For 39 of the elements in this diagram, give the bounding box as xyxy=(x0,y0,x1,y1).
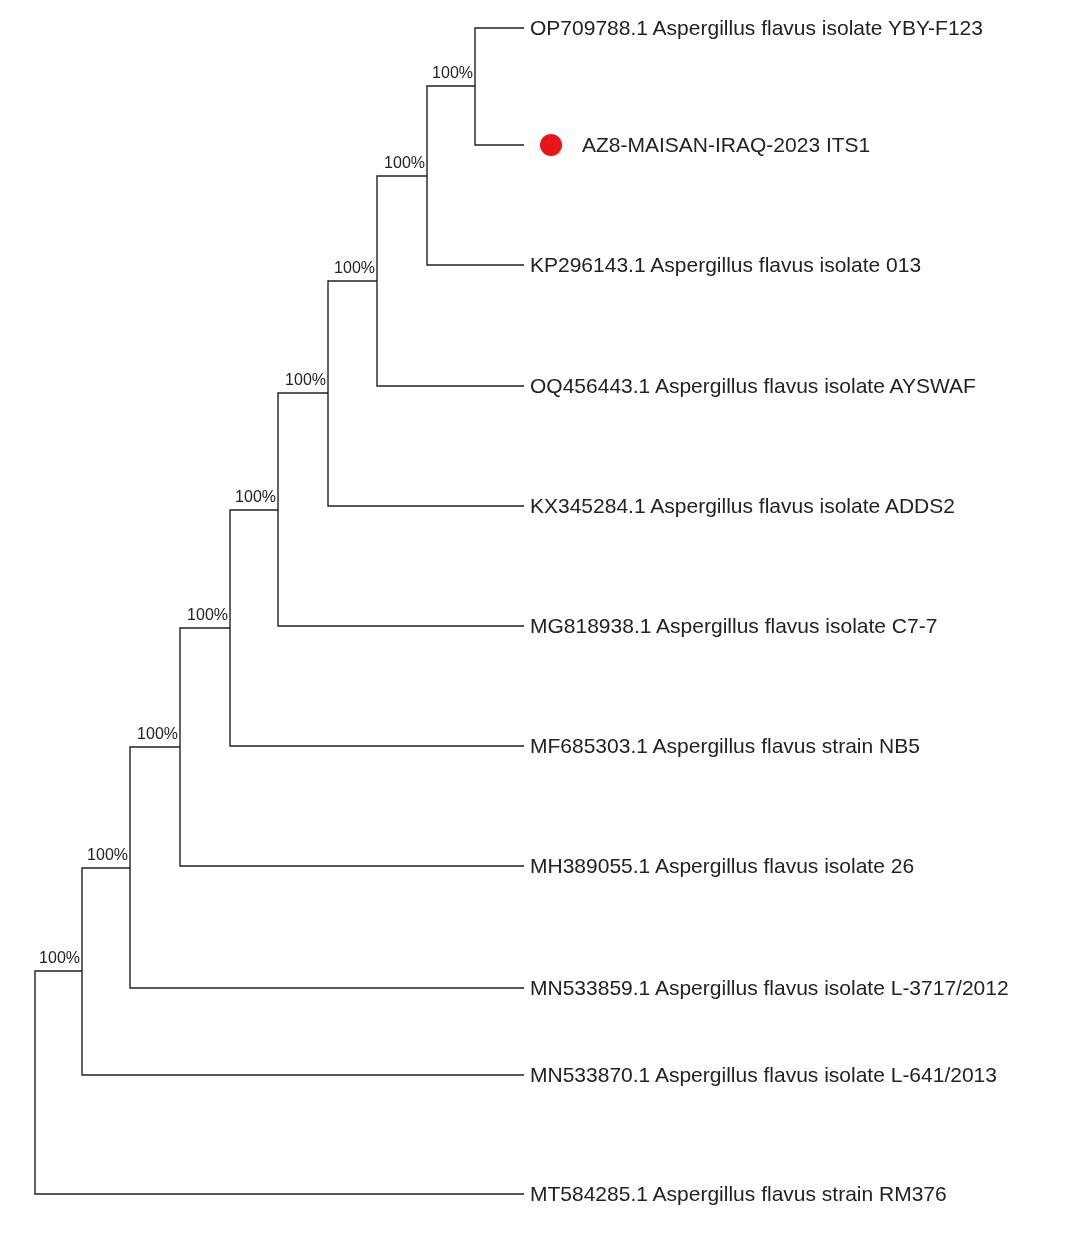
bootstrap-value: 100% xyxy=(24,949,80,967)
bootstrap-value: 100% xyxy=(172,606,228,624)
taxon-label: KX345284.1 Aspergillus flavus isolate ADDS2 xyxy=(530,493,955,519)
tree-branch xyxy=(129,746,181,869)
tree-branch xyxy=(426,85,476,177)
taxon-label: MT584285.1 Aspergillus flavus strain RM376 xyxy=(530,1181,947,1207)
tree-branch xyxy=(179,746,525,867)
taxon-label: MN533859.1 Aspergillus flavus isolate L-3717/2012 xyxy=(530,975,1009,1001)
taxon-label: KP296143.1 Aspergillus flavus isolate 013 xyxy=(530,252,922,278)
taxon-label: AZ8-MAISAN-IRAQ-2023 ITS1 xyxy=(582,132,871,158)
tree-branch xyxy=(376,175,428,282)
tree-branch xyxy=(34,970,525,1195)
tree-branch xyxy=(81,970,525,1076)
taxon-label: OP709788.1 Aspergillus flavus isolate YBY-F123 xyxy=(530,15,983,41)
tree-branch xyxy=(229,627,525,747)
bootstrap-value: 100% xyxy=(270,371,326,389)
tree-branch xyxy=(474,27,525,87)
tree-branch xyxy=(474,85,525,146)
taxon-label: MF685303.1 Aspergillus flavus strain NB5 xyxy=(530,733,920,759)
taxon-label: MG818938.1 Aspergillus flavus isolate C7-7 xyxy=(530,613,938,639)
tree-branch xyxy=(81,867,131,972)
tree-branch xyxy=(277,392,329,511)
tree-branch xyxy=(426,175,525,266)
bootstrap-value: 100% xyxy=(72,846,128,864)
bootstrap-value: 100% xyxy=(220,488,276,506)
tree-branch xyxy=(376,280,525,387)
tree-branch xyxy=(129,867,525,989)
bootstrap-value: 100% xyxy=(319,259,375,277)
taxon-label: MH389055.1 Aspergillus flavus isolate 26 xyxy=(530,853,915,879)
bootstrap-value: 100% xyxy=(417,64,473,82)
taxon-label: MN533870.1 Aspergillus flavus isolate L-641/2013 xyxy=(530,1062,997,1088)
tree-branch xyxy=(277,509,525,627)
tree-branch xyxy=(229,509,279,629)
tree-branch xyxy=(327,392,525,507)
tree-branch xyxy=(327,280,378,394)
tree-branch xyxy=(179,627,231,748)
taxon-label: OQ456443.1 Aspergillus flavus isolate AYSWAF xyxy=(530,373,976,399)
bootstrap-value: 100% xyxy=(369,154,425,172)
bootstrap-value: 100% xyxy=(122,725,178,743)
